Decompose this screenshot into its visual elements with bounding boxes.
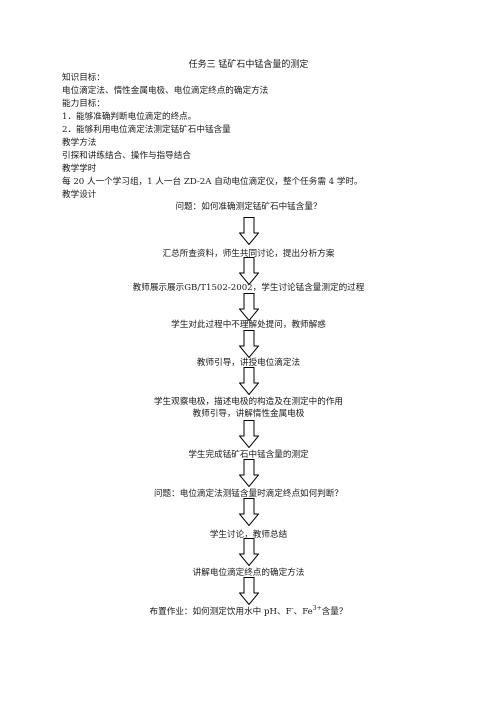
flow-step-homework: 布置作业：如何测定饮用水中 pH、F-、Fe3+含量？: [0, 606, 497, 618]
flow-arrow-down-icon: [239, 217, 259, 245]
flow-step-6: 学生观察电极，描述电极的构造及在测定中的作用: [153, 397, 344, 407]
teaching-hours-text: 每 20 人一个学习组，1 人一台 ZD-2A 自动电位滴定仪，整个任务需 4 …: [62, 177, 363, 187]
flow-step-7: 教师引导，讲解惰性金属电极: [192, 409, 305, 419]
label-ability-goals: 能力目标：: [62, 99, 105, 109]
flow-step-9: 问题：电位滴定法测锰含量时滴定终点如何判断？: [153, 489, 344, 499]
flow-arrow-down-icon: [239, 420, 259, 448]
flow-step-8: 学生完成锰矿石中锰含量的测定: [188, 450, 309, 460]
iron-charge: 3+: [312, 605, 322, 613]
homework-text-suffix: 含量？: [321, 607, 348, 617]
flow-step-2: 汇总所查资料，师生共同讨论，提出分析方案: [162, 249, 335, 259]
knowledge-goals-text: 电位滴定法、惰性金属电极、电位滴定终点的确定方法: [62, 86, 269, 96]
homework-text-middle: 、Fe: [293, 607, 313, 617]
flow-arrow-down-icon: [239, 330, 259, 358]
flow-step-4: 学生对此过程中不理解处提问，教师解惑: [171, 320, 326, 330]
flow-arrow-down-icon: [239, 538, 259, 566]
flow-step-3: 教师展示展示GB/T1502-2002，学生讨论锰含量测定的过程: [132, 283, 365, 293]
flow-arrow-down-icon: [239, 293, 259, 321]
flow-arrow-down-icon: [239, 367, 259, 395]
fluoride-charge: -: [291, 605, 294, 613]
label-teaching-design: 教学设计: [62, 190, 97, 200]
flow-step-5: 教师引导，讲授电位滴定法: [196, 358, 301, 368]
flow-arrow-down-icon: [239, 257, 259, 285]
label-knowledge-goals: 知识目标：: [62, 73, 105, 83]
label-teaching-method: 教学方法: [62, 138, 97, 148]
flow-arrow-down-icon: [239, 498, 259, 526]
homework-text-prefix: 布置作业：如何测定饮用水中 pH、F: [149, 607, 292, 617]
flow-step-1: 问题：如何准确测定锰矿石中锰含量？: [175, 202, 322, 212]
flow-arrow-down-icon: [239, 577, 259, 605]
ability-goal-1: 1．能够准确判断电位滴定的终点。: [62, 112, 197, 122]
flow-step-11: 讲解电位滴定终点的确定方法: [192, 568, 305, 578]
document-title: 任务三 锰矿石中锰含量的测定: [188, 60, 309, 70]
teaching-method-text: 引探和讲练结合、操作与指导结合: [62, 151, 191, 161]
flow-step-10: 学生讨论，教师总结: [209, 530, 288, 540]
label-teaching-hours: 教学学时: [62, 164, 97, 174]
flow-arrow-down-icon: [239, 459, 259, 487]
ability-goal-2: 2．能够利用电位滴定法测定锰矿石中锰含量: [62, 125, 231, 135]
